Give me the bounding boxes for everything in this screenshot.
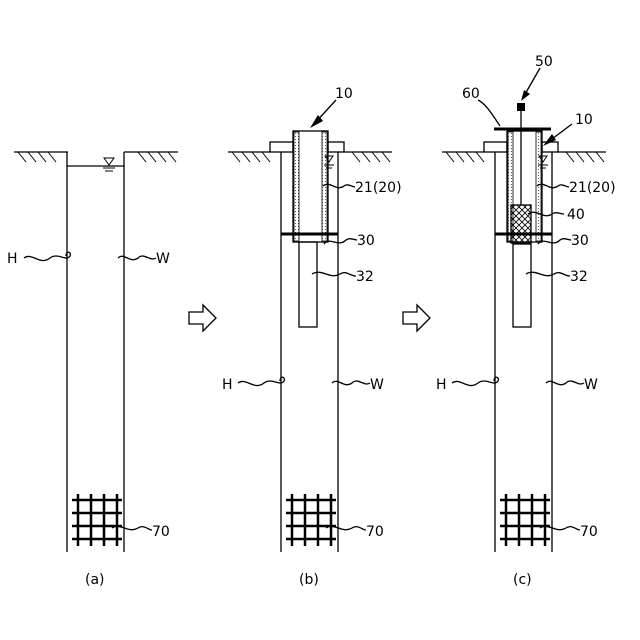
leader-h-a: [24, 252, 70, 260]
collar-right: [542, 142, 558, 152]
ground-hatch-left: [18, 152, 56, 162]
label-30-b: 30: [357, 233, 375, 249]
label-32-c: 32: [570, 269, 588, 285]
grid-70-b: [286, 494, 336, 546]
panel-c: 50 60 10 21(20) 40 30 32 H W: [436, 54, 616, 588]
label-h-c: H: [436, 377, 447, 393]
leader-32-c: [526, 272, 570, 276]
rod-32: [299, 242, 317, 327]
arrowhead-50: [521, 90, 530, 101]
label-21-c: 21(20): [569, 180, 616, 196]
water-level-icon: [103, 158, 115, 171]
leader-60: [478, 100, 500, 126]
label-w-c: W: [584, 377, 598, 393]
label-70-c: 70: [580, 524, 598, 540]
leader-h-c: [452, 377, 498, 385]
panel-a: H W 70 (a): [7, 152, 178, 588]
ground-hatch-left: [232, 152, 270, 162]
rod-32: [513, 244, 531, 327]
ground-hatch-right: [566, 152, 604, 162]
casing-wall-right: [322, 132, 327, 241]
label-32-b: 32: [356, 269, 374, 285]
caption-a: (a): [85, 572, 105, 588]
label-w-b: W: [370, 377, 384, 393]
label-70-a: 70: [152, 524, 170, 540]
label-w-a: W: [156, 251, 170, 267]
leader-40: [528, 212, 564, 215]
step-arrow-icon: [403, 305, 430, 331]
collar-right: [328, 142, 344, 152]
caption-c: (c): [513, 572, 532, 588]
caption-b: (b): [299, 572, 319, 588]
leader-30-c: [538, 239, 571, 244]
leader-30-b: [324, 239, 357, 244]
label-21-b: 21(20): [355, 180, 402, 196]
step-arrow-icon: [189, 305, 216, 331]
label-h-a: H: [7, 251, 18, 267]
casing-wall-left: [294, 132, 299, 241]
ground-hatch-right: [352, 152, 390, 162]
block-40: [511, 205, 531, 243]
label-30-c: 30: [571, 233, 589, 249]
panel-b: 10 21(20) 30 32 H W 70 (b): [222, 86, 402, 588]
label-h-b: H: [222, 377, 233, 393]
top-device-50: [517, 103, 525, 111]
collar-left: [484, 142, 507, 152]
casing-wall-right: [536, 132, 541, 241]
leader-32-b: [312, 272, 356, 276]
label-10-b: 10: [335, 86, 353, 102]
label-10-c: 10: [575, 112, 593, 128]
label-70-b: 70: [366, 524, 384, 540]
collar-left: [270, 142, 293, 152]
grid-70-a: [72, 494, 122, 546]
label-40: 40: [567, 207, 585, 223]
ground-hatch-left: [446, 152, 484, 162]
arrowhead-10-c: [543, 134, 556, 146]
leader-h-b: [238, 377, 284, 385]
label-50: 50: [535, 54, 553, 70]
grid-70-c: [500, 494, 550, 546]
label-60: 60: [462, 86, 480, 102]
ground-hatch-right: [138, 152, 176, 162]
